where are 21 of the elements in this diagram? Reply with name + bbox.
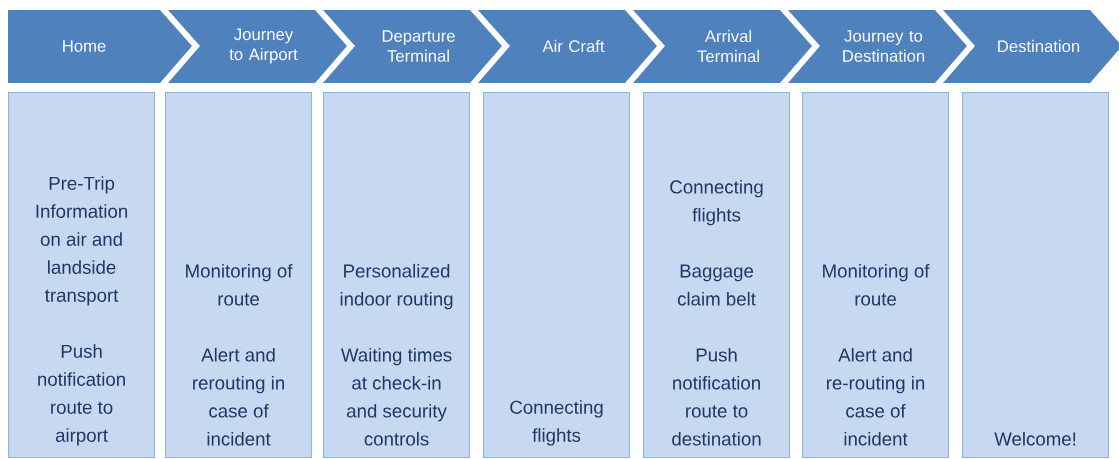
info-column: Welcome! [962,92,1110,459]
info-column: Personalized indoor routing Waiting times at check-in and security controls [323,92,471,459]
node-label: Journey to Destination [843,30,925,62]
info-column: Monitoring of route Alert and re-routing in case of incident [802,92,950,459]
chevron-step: Departure Terminal [323,10,502,83]
info-column: Pre-Trip Information on air and landside transport Push notification route to airport [8,92,156,459]
node-label: Journey to Airport [229,28,298,64]
node-label: Air Craft [542,39,605,53]
node-label: Departure Terminal [382,30,455,62]
node-label: Destination [998,39,1080,53]
node-label: Arrival Terminal [697,29,759,63]
chevron-step: Journey to Airport [168,10,347,83]
chevron-step: Air Craft [478,10,657,83]
chevron-step: Home [8,10,192,83]
chevron-step: Journey to Destination [788,10,967,83]
info-column: Connecting flights [483,92,631,459]
info-column: Monitoring of route Alert and rerouting in case of incident [165,92,313,459]
info-column: Connecting flights Baggage claim belt Push notification route to destination [643,92,791,459]
chevron-step: Arrival Terminal [633,10,812,83]
chevron-step: Destination [943,10,1119,83]
node-label: Home [63,40,106,52]
